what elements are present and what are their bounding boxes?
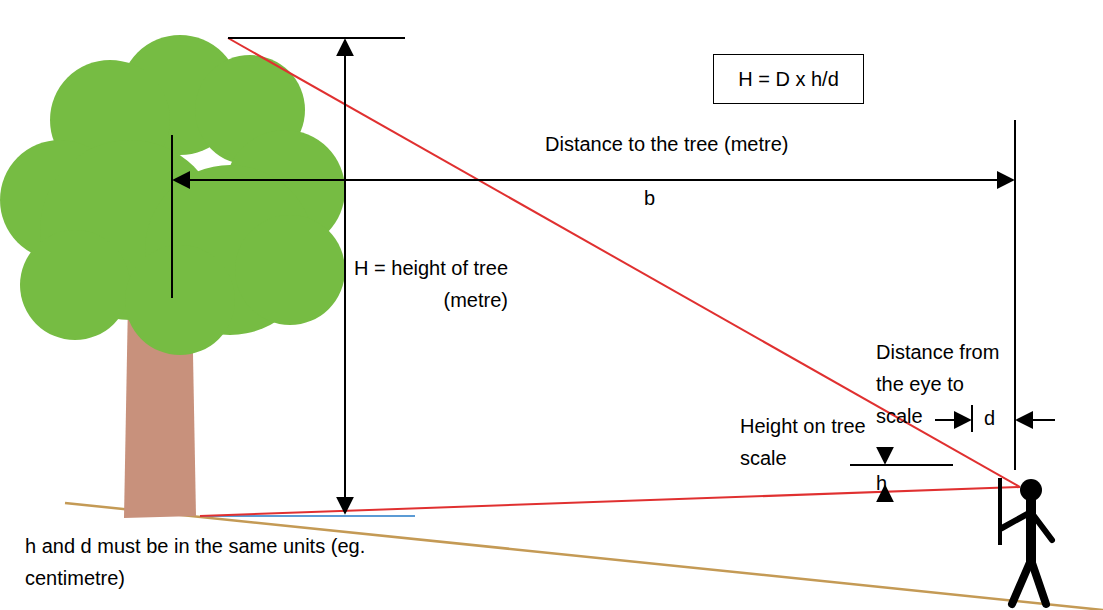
h-arrow-down (884, 447, 886, 463)
formula-box: H = D x h/d (713, 54, 864, 104)
sight-line-top (228, 38, 1020, 487)
d-arrow-left (935, 419, 970, 421)
tree-canopy (0, 35, 345, 355)
diagram-label: b (644, 182, 674, 214)
person-figure (1000, 478, 1052, 604)
diagram-label: H = height of tree (metre) (340, 252, 508, 316)
d-tick (971, 405, 973, 432)
eye-tick (1014, 120, 1016, 470)
top-tick (228, 37, 405, 39)
diagram-label: h and d must be in the same units (eg. c… (25, 530, 375, 594)
tree-axis-tick (171, 135, 173, 298)
diagram-label: Height on tree scale (740, 410, 875, 474)
formula-text: H = D x h/d (738, 67, 839, 91)
diagram-label: h (876, 467, 896, 499)
height-arrow (344, 40, 346, 513)
diagram-label: Distance to the tree (metre) (545, 128, 965, 160)
sight-line-base (200, 487, 1020, 516)
h-tick (850, 464, 953, 466)
distance-arrow (174, 179, 1013, 181)
d-arrow-right (1017, 419, 1055, 421)
diagram-label: d (984, 402, 1004, 434)
